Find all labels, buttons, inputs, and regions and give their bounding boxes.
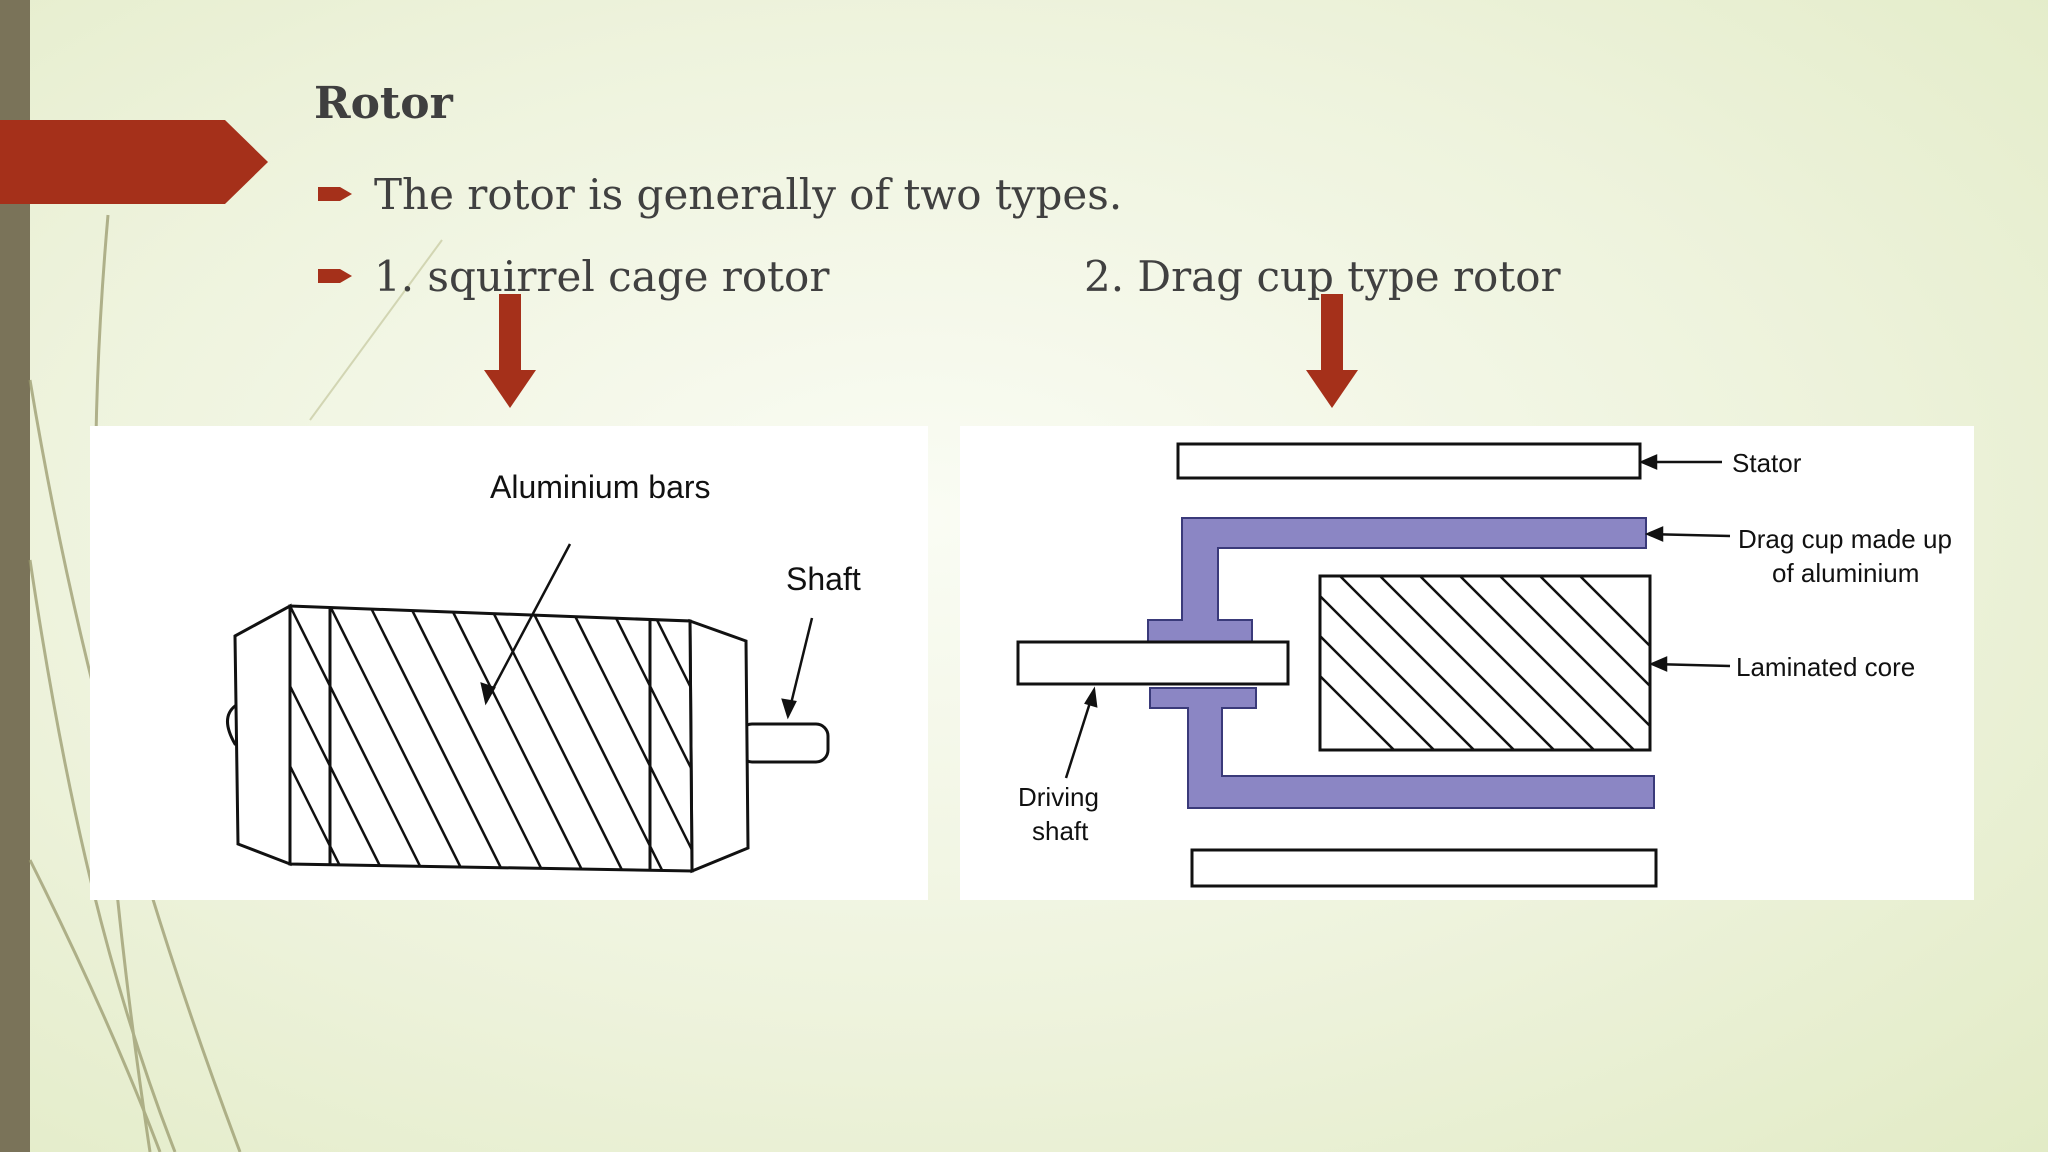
drag-cup-heading-text: 2. Drag cup type rotor [1084,251,1561,301]
title-flag-icon [0,120,268,204]
drag-cup-upper [1147,517,1647,647]
bullet-item-squirrel-cage: 1. squirrel cage rotor [316,246,829,306]
bullet-arrow-icon [318,187,352,201]
label-stator: Stator [1732,448,1802,478]
stator-bottom [1190,848,1658,888]
core-laminations [1320,576,1650,750]
slide-title: Rotor [314,78,453,129]
bullet-arrow-icon [318,269,352,283]
decorative-line [309,239,443,421]
bullet-item-types: The rotor is generally of two types. [316,164,1122,224]
end-ring-right [688,618,750,874]
end-ring-left [233,603,292,867]
label-drag-cup-line2: of aluminium [1772,558,1919,588]
label-driving: Driving [1018,782,1099,812]
bullet-text: 1. squirrel cage rotor [374,251,830,301]
stator-top [1176,442,1642,480]
driving-shaft [1016,640,1290,686]
aluminium-bars [290,606,692,871]
label-drag-cup-line1: Drag cup made up [1738,524,1952,554]
label-pointers [480,543,814,720]
label-shaft: Shaft [786,561,861,597]
label-aluminium-bars: Aluminium bars [490,469,711,505]
drag-cup-lower [1149,687,1655,809]
label-shaft: shaft [1032,816,1089,846]
shaft-right [738,722,830,764]
label-laminated-core: Laminated core [1736,652,1915,682]
bullet-text: The rotor is generally of two types. [374,169,1123,219]
drag-cup-drawing: Stator Drag cup made up of aluminium Lam… [1016,442,1952,888]
drag-cup-diagram: Stator Drag cup made up of aluminium Lam… [960,426,1974,900]
down-arrow-icon [484,294,536,408]
squirrel-cage-drawing: Aluminium bars Shaft [226,469,861,874]
down-arrow-icon [1306,294,1358,408]
drag-cup-heading: 2. Drag cup type rotor [1084,246,1561,306]
squirrel-cage-diagram: Aluminium bars Shaft [90,426,928,900]
label-pointers [1064,454,1731,779]
